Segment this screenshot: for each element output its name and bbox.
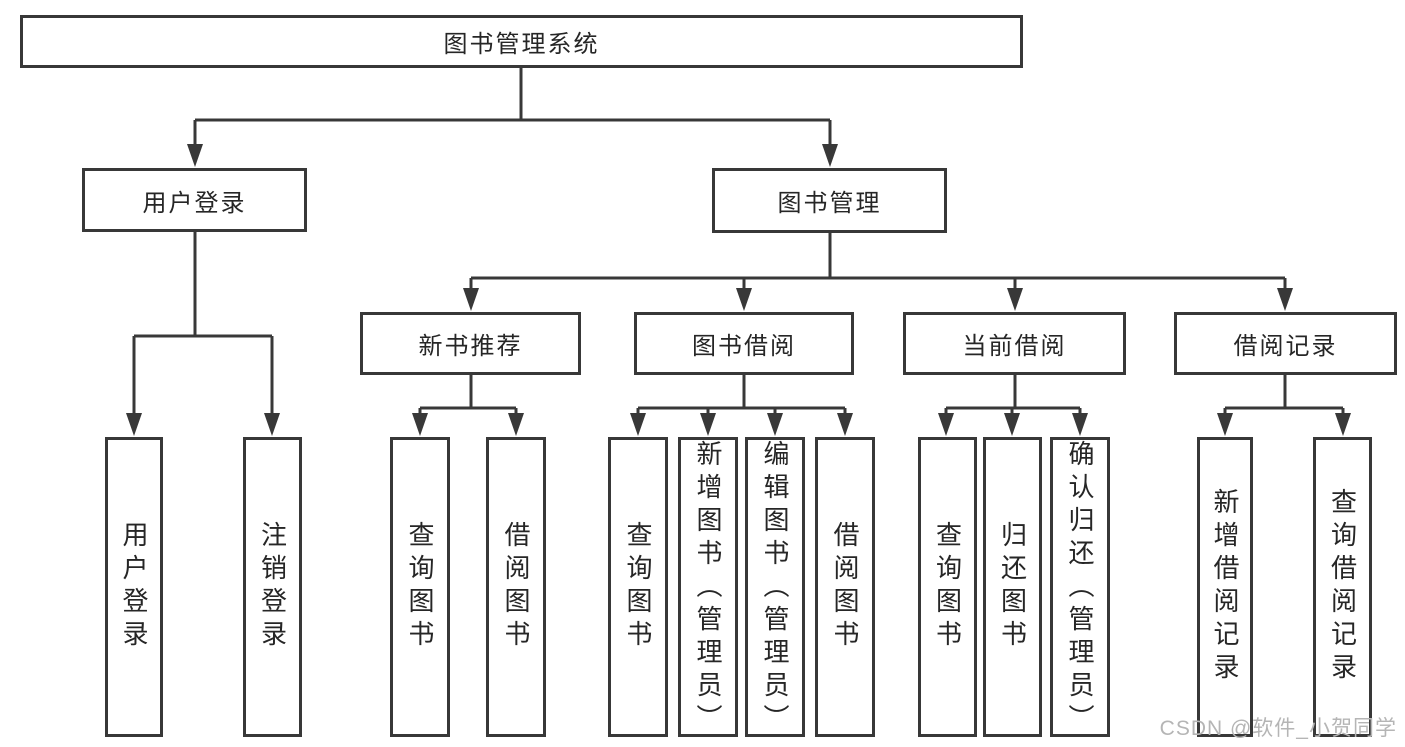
leaf-br-add-record: 新增借阅记录: [1197, 437, 1253, 737]
leaf-cb-confirm-return-admin: 确认归还（管理员）: [1050, 437, 1110, 737]
leaf-br-query-record: 查询借阅记录: [1313, 437, 1372, 737]
csdn-watermark: CSDN @软件_小贺同学: [1159, 717, 1397, 740]
node-user-login: 用户登录: [82, 168, 307, 232]
leaf-cb-query-books: 查询图书: [918, 437, 977, 737]
leaf-logout: 注销登录: [243, 437, 302, 737]
leaf-bb-query-books: 查询图书: [608, 437, 668, 737]
leaf-bb-add-books-admin: 新增图书（管理员）: [678, 437, 738, 737]
leaf-bb-borrow-books: 借阅图书: [815, 437, 875, 737]
leaf-nb-query-books: 查询图书: [390, 437, 450, 737]
node-book-management: 图书管理: [712, 168, 947, 233]
node-borrow-records: 借阅记录: [1174, 312, 1397, 375]
leaf-nb-borrow-books: 借阅图书: [486, 437, 546, 737]
node-current-borrow: 当前借阅: [903, 312, 1126, 375]
node-new-book-recommend: 新书推荐: [360, 312, 581, 375]
leaf-user-login: 用户登录: [105, 437, 163, 737]
leaf-bb-edit-books-admin: 编辑图书（管理员）: [745, 437, 805, 737]
node-book-borrow: 图书借阅: [634, 312, 854, 375]
leaf-cb-return-books: 归还图书: [983, 437, 1042, 737]
node-library-management-system: 图书管理系统: [20, 15, 1023, 68]
